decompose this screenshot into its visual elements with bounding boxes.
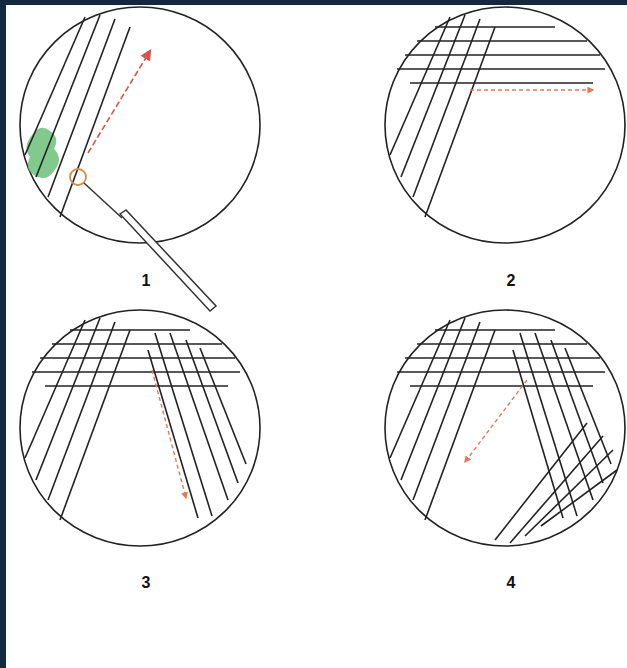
plate-4 <box>385 310 625 546</box>
inoculating-loop <box>70 169 86 185</box>
callout-number: 4 <box>507 575 516 591</box>
streak-set <box>397 330 605 386</box>
plate-1 <box>20 7 260 243</box>
loop-handle <box>84 183 216 311</box>
direction-arrow <box>470 89 593 90</box>
callout-number: 1 <box>142 273 151 289</box>
streak-set <box>390 15 495 217</box>
plate-3 <box>20 310 260 546</box>
petri-dish <box>20 310 260 546</box>
streak-set <box>495 423 617 543</box>
streak-set <box>397 27 605 83</box>
streak-set <box>32 330 240 386</box>
petri-dish <box>385 7 625 243</box>
streak-set <box>25 318 130 520</box>
streak-set <box>25 15 130 217</box>
plate-2 <box>385 7 625 243</box>
streak-set <box>513 333 611 518</box>
streak-set <box>148 333 246 518</box>
callout-number: 2 <box>507 273 516 289</box>
petri-dish <box>385 310 625 546</box>
direction-arrow <box>88 51 150 153</box>
direction-arrow <box>465 380 527 462</box>
white-panel <box>6 5 627 668</box>
inoculum <box>26 128 59 178</box>
petri-dish <box>20 7 260 243</box>
callout-number: 3 <box>142 575 151 591</box>
streak-set <box>390 318 495 520</box>
direction-arrow <box>152 370 186 498</box>
